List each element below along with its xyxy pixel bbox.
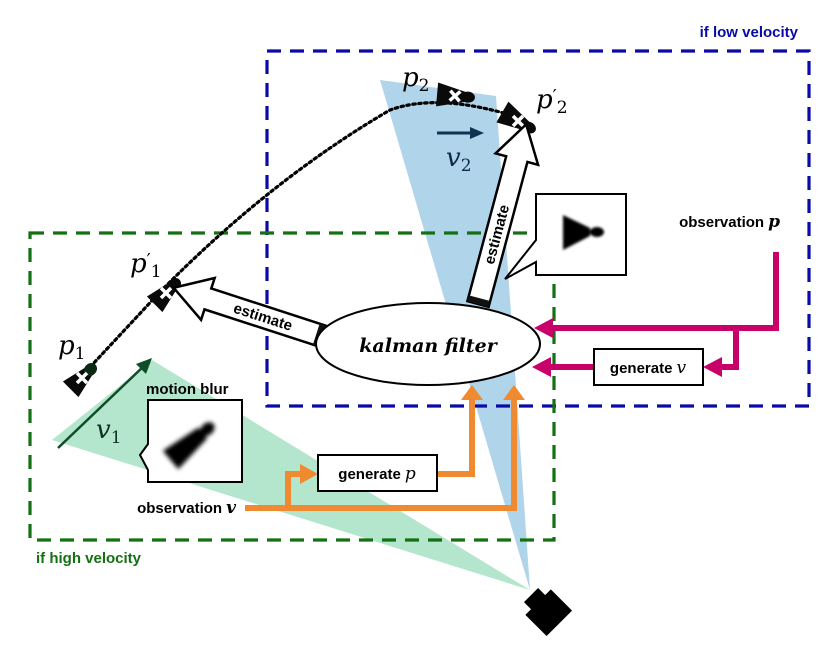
high-velocity-label: if high velocity — [36, 550, 142, 567]
blurred-shuttlecock-icon — [162, 422, 215, 470]
low-velocity-label: if low velocity — [700, 24, 799, 41]
estimate-arrow-left[interactable]: estimate — [167, 267, 329, 357]
label-p2-prime: p′2 — [536, 85, 568, 118]
observation-p-flow — [532, 252, 779, 377]
velocity-arrow-v2 — [437, 127, 484, 139]
label-p1: p1 — [58, 331, 85, 364]
kalman-filter-node[interactable] — [315, 302, 541, 386]
high-velocity-region — [28, 231, 556, 542]
motion-blur-label: motion blur — [146, 381, 229, 398]
label-v2: v2 — [446, 143, 472, 176]
shuttlecock-trajectory — [76, 101, 522, 382]
label-p2: p2 — [402, 63, 429, 96]
shuttlecock-p2-icon — [436, 82, 475, 107]
observation-v-flow — [245, 385, 525, 511]
shuttlecock-image-icon — [563, 215, 604, 250]
label-v1: v1 — [96, 415, 122, 448]
shuttlecock-p1-icon — [62, 362, 98, 398]
label-p1-prime: p′1 — [130, 249, 162, 282]
camera-icon — [523, 587, 573, 637]
motion-blur-callout — [138, 399, 243, 483]
velocity-arrow-v1 — [57, 358, 152, 449]
observation-image-callout-low — [504, 193, 627, 280]
kalman-filter-label: kalman filter — [359, 335, 498, 357]
low-velocity-region — [265, 49, 811, 408]
